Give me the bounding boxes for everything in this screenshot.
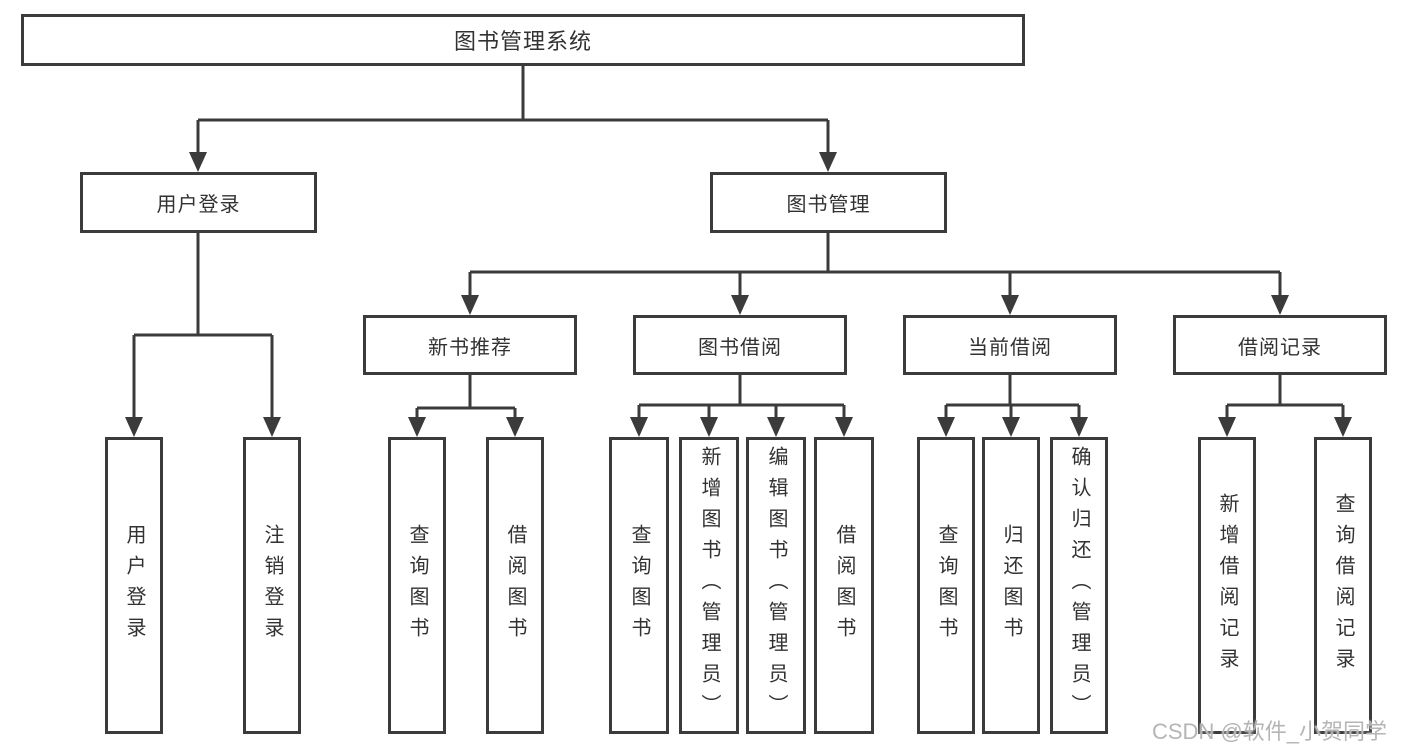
node-current-borrow: 当前借阅 [903, 315, 1117, 375]
leaf-label: 查询图书 [406, 523, 428, 648]
connector-user-login-fanout [125, 233, 281, 437]
leaf-label: 确认归还（管理员） [1068, 446, 1090, 725]
connector-current-borrow-fanout [937, 375, 1088, 437]
node-user-login: 用户登录 [80, 172, 317, 233]
connector-root-fanout [189, 66, 837, 172]
leaf-logout: 注销登录 [243, 437, 301, 734]
arrowhead [835, 417, 853, 437]
arrowhead [189, 152, 207, 172]
leaf-label: 查询借阅记录 [1332, 492, 1354, 679]
leaf-borrow-books-2: 借阅图书 [814, 437, 874, 734]
arrowhead [731, 295, 749, 315]
connector-borrow-records-fanout [1218, 375, 1352, 437]
arrowhead [1334, 417, 1352, 437]
leaf-label: 借阅图书 [833, 523, 855, 648]
leaf-add-book-admin: 新增图书（管理员） [679, 437, 739, 734]
node-new-books: 新书推荐 [363, 315, 577, 375]
arrowhead [263, 417, 281, 437]
arrowhead [1002, 417, 1020, 437]
node-book-borrow: 图书借阅 [633, 315, 847, 375]
leaf-query-borrow-record: 查询借阅记录 [1314, 437, 1372, 734]
connector-book-borrow-fanout [630, 375, 853, 437]
leaf-label: 注销登录 [261, 523, 283, 648]
leaf-label: 查询图书 [935, 523, 957, 648]
leaf-borrow-books-1: 借阅图书 [486, 437, 544, 734]
node-root-title: 图书管理系统 [21, 14, 1025, 66]
leaf-query-books-1: 查询图书 [388, 437, 446, 734]
leaf-label: 编辑图书（管理员） [765, 446, 787, 725]
leaf-return-books: 归还图书 [982, 437, 1040, 734]
arrowhead [125, 417, 143, 437]
arrowhead [819, 152, 837, 172]
arrowhead [1001, 295, 1019, 315]
leaf-label: 查询图书 [628, 523, 650, 648]
arrowhead [1070, 417, 1088, 437]
leaf-label: 用户登录 [123, 523, 145, 648]
node-borrow-records: 借阅记录 [1173, 315, 1387, 375]
connector-new-books-fanout [408, 375, 524, 437]
leaf-label: 借阅图书 [504, 523, 526, 648]
leaf-query-books-3: 查询图书 [917, 437, 975, 734]
arrowhead [1218, 417, 1236, 437]
arrowhead [461, 295, 479, 315]
connector-book-mgmt-fanout [461, 233, 1289, 315]
leaf-label: 新增借阅记录 [1216, 492, 1238, 679]
leaf-edit-book-admin: 编辑图书（管理员） [746, 437, 806, 734]
leaf-user-login: 用户登录 [105, 437, 163, 734]
leaf-confirm-return-admin: 确认归还（管理员） [1050, 437, 1108, 734]
leaf-label: 新增图书（管理员） [698, 446, 720, 725]
arrowhead [408, 417, 426, 437]
arrowhead [700, 417, 718, 437]
arrowhead [1271, 295, 1289, 315]
arrowhead [506, 417, 524, 437]
arrowhead [937, 417, 955, 437]
csdn-watermark: CSDN @软件_小贺同学 [1152, 719, 1388, 744]
leaf-label: 归还图书 [1000, 523, 1022, 648]
leaf-add-borrow-record: 新增借阅记录 [1198, 437, 1256, 734]
arrowhead [767, 417, 785, 437]
arrowhead [630, 417, 648, 437]
leaf-query-books-2: 查询图书 [609, 437, 669, 734]
node-book-mgmt: 图书管理 [710, 172, 947, 233]
